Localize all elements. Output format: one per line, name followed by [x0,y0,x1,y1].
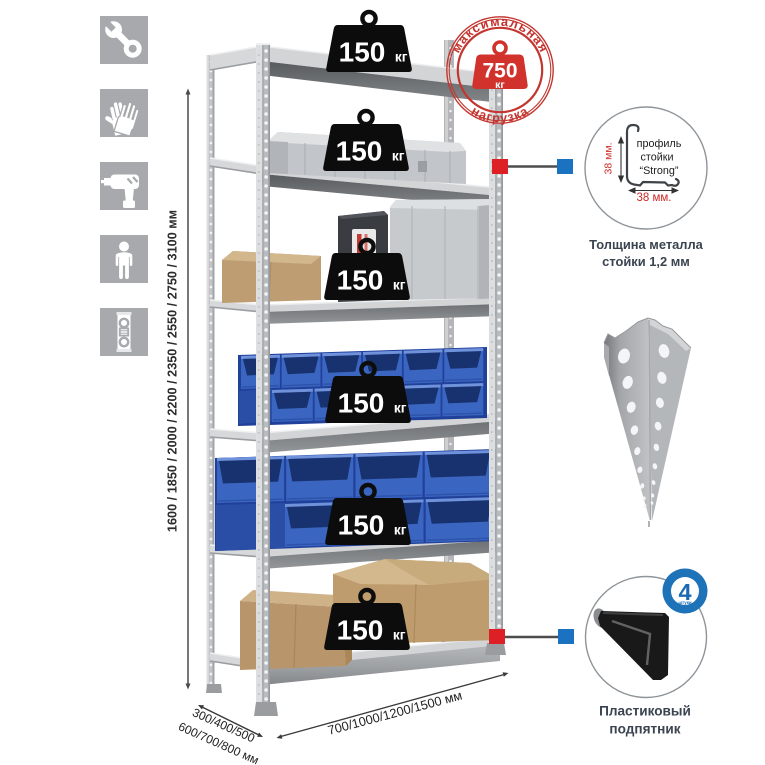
svg-text:150: 150 [337,265,384,296]
svg-text:150: 150 [336,136,383,167]
svg-text:150: 150 [339,37,386,68]
svg-text:профиль: профиль [637,138,682,150]
svg-text:кг: кг [393,278,406,293]
svg-text:4: 4 [678,579,691,605]
svg-text:кг: кг [395,50,408,65]
svg-text:150: 150 [338,510,385,541]
svg-text:750: 750 [482,60,517,83]
svg-text:кг: кг [392,149,405,164]
svg-text:Пластиковый: Пластиковый [599,704,691,719]
svg-text:штуки: штуки [678,600,692,605]
svg-text:“Strong”: “Strong” [639,165,678,177]
svg-text:кг: кг [394,523,407,538]
svg-text:150: 150 [338,388,385,419]
svg-text:кг: кг [394,401,407,416]
svg-text:стойки: стойки [640,152,673,164]
svg-text:нагрузка: нагрузка [469,103,531,126]
svg-text:Толщина металла: Толщина металла [589,237,704,252]
svg-text:1600 / 1850 / 2000 / 2200 / 23: 1600 / 1850 / 2000 / 2200 / 2350 / 2550 … [166,210,180,532]
svg-text:38 мм.: 38 мм. [637,192,672,204]
svg-text:подпятник: подпятник [609,722,680,737]
svg-text:стойки 1,2 мм: стойки 1,2 мм [602,254,690,269]
svg-text:кг: кг [495,79,505,91]
svg-text:150: 150 [337,615,384,646]
svg-text:кг: кг [393,628,406,643]
svg-text:38 мм.: 38 мм. [603,143,615,175]
